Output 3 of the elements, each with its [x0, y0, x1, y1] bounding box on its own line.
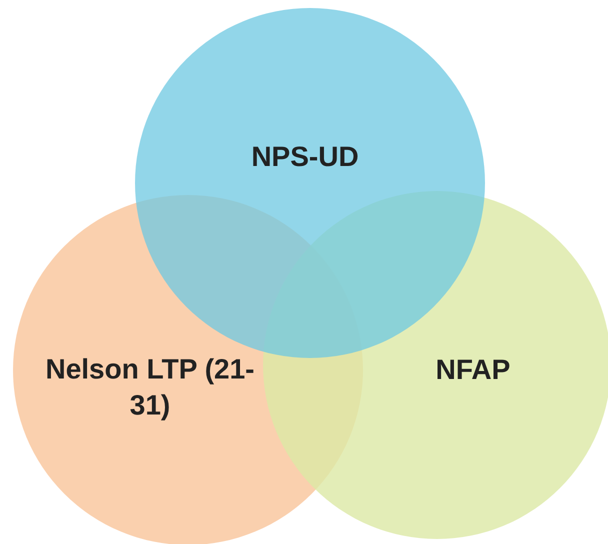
circle-label: NFAP [434, 352, 512, 387]
circle-label: Nelson LTP (21-31) [44, 352, 256, 423]
circle-label: NPS-UD [250, 140, 360, 174]
